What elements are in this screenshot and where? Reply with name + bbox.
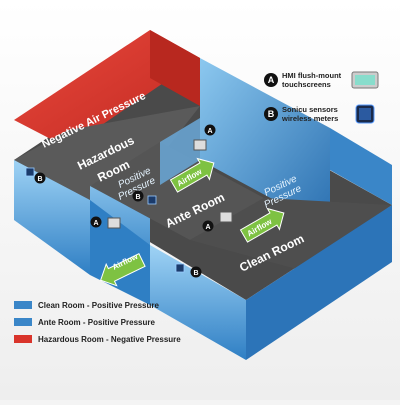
key-b-line1: Sonicu sensors [282, 105, 338, 114]
ante-divider-wall [160, 118, 200, 185]
key-row-a: A HMI flush-mount touchscreens [264, 66, 394, 94]
hazardous-room-floor [14, 106, 200, 200]
legend-label-clean: Clean Room - Positive Pressure [38, 300, 159, 310]
front-wall-bottom [150, 245, 246, 360]
key-text-a: HMI flush-mount touchscreens [282, 71, 348, 89]
sensor-icon [25, 167, 185, 273]
hazardous-side-wall [150, 30, 200, 106]
key-badge-b: B [264, 107, 278, 121]
legend-label-hazardous: Hazardous Room - Negative Pressure [38, 334, 181, 344]
key-badge-a: A [264, 73, 278, 87]
svg-text:B: B [37, 176, 42, 183]
key-row-b: B Sonicu sensors wireless meters [264, 100, 394, 128]
marker-b-1: B [34, 172, 46, 184]
front-wall-right [246, 205, 392, 360]
svg-text:B: B [193, 270, 198, 277]
sensor-icon [355, 104, 375, 124]
svg-text:A: A [205, 224, 210, 231]
front-wall-left [14, 160, 90, 275]
legend-swatch-hazardous [14, 335, 32, 343]
touchscreen-icon [107, 139, 233, 229]
legend-item-hazardous: Hazardous Room - Negative Pressure [14, 332, 264, 346]
touchscreen-icon [351, 71, 379, 89]
legend-label-ante: Ante Room - Positive Pressure [38, 317, 155, 327]
pressure-legend: Clean Room - Positive Pressure Ante Room… [14, 298, 264, 349]
svg-text:B: B [135, 194, 140, 201]
marker-a-3: A [202, 220, 214, 232]
clean-room-back-wall [200, 58, 330, 230]
key-text-b: Sonicu sensors wireless meters [282, 105, 348, 123]
marker-b-3: B [190, 266, 202, 278]
clean-room-floor [190, 198, 392, 270]
marker-a-1: A [204, 124, 216, 136]
svg-text:A: A [207, 128, 212, 135]
legend-item-ante: Ante Room - Positive Pressure [14, 315, 264, 329]
airflow-arrow-3 [100, 253, 146, 287]
legend-item-clean: Clean Room - Positive Pressure [14, 298, 264, 312]
key-b-line2: wireless meters [282, 114, 339, 123]
legend-swatch-clean [14, 301, 32, 309]
key-a-line1: HMI flush-mount [282, 71, 342, 80]
key-a-line2: touchscreens [282, 80, 331, 89]
svg-text:A: A [93, 220, 98, 227]
marker-a-2: A [90, 216, 102, 228]
marker-b-2: B [132, 190, 144, 202]
device-key: A HMI flush-mount touchscreens B Sonicu … [264, 66, 394, 134]
clean-room-right-wall [330, 128, 392, 205]
legend-swatch-ante [14, 318, 32, 326]
